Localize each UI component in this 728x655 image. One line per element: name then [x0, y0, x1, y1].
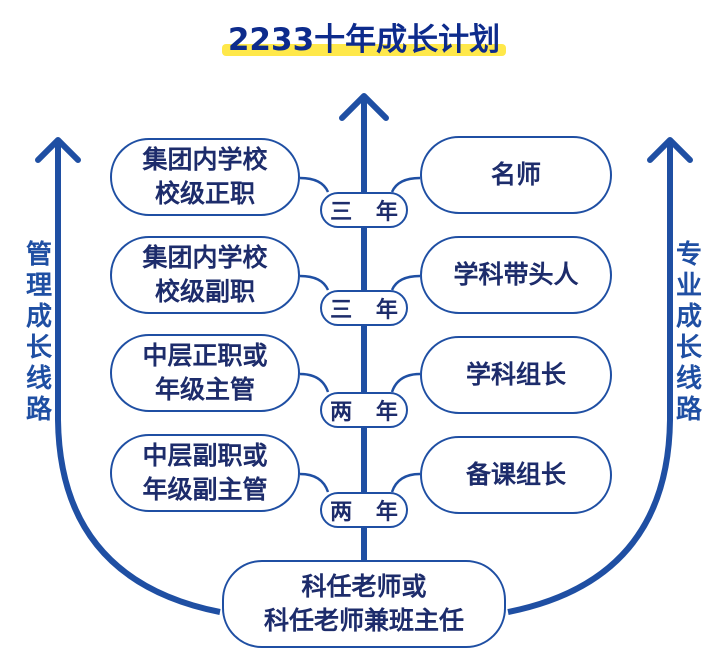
- background-arc: [0, 0, 728, 40]
- right-arrowhead: [647, 137, 693, 163]
- left-connector: [299, 372, 330, 393]
- left-connector: [299, 274, 330, 291]
- professional-level-box: 学科带头人: [420, 236, 612, 314]
- box-line: 中层正职或: [142, 341, 268, 370]
- box-line: 科任老师或: [301, 572, 427, 601]
- right-connector: [390, 472, 421, 493]
- right-connector: [390, 372, 421, 393]
- page-title: 2233十年成长计划: [0, 14, 728, 59]
- management-level-box: 集团内学校校级副职: [110, 236, 300, 314]
- base-role-box: 科任老师或科任老师兼班主任: [222, 560, 506, 648]
- professional-level-box: 备课组长: [420, 436, 612, 514]
- management-level-box: 中层副职或年级副主管: [110, 434, 300, 512]
- management-level-box: 集团内学校校级正职: [110, 138, 300, 216]
- center-arrowhead: [339, 93, 389, 121]
- professional-level-box: 学科组长: [420, 336, 612, 414]
- box-line: 科任老师兼班主任: [263, 606, 464, 635]
- box-line: 集团内学校: [142, 145, 268, 174]
- duration-badge: 三 年: [320, 290, 408, 326]
- professional-path-label: 专业成长线路: [675, 240, 702, 425]
- left-connector: [299, 472, 330, 493]
- duration-badge: 三 年: [320, 192, 408, 228]
- management-level-box: 中层正职或年级主管: [110, 334, 300, 412]
- right-growth-curve: [507, 142, 673, 615]
- left-growth-curve: [55, 142, 221, 615]
- box-line: 年级主管: [154, 375, 255, 404]
- management-path-label: 管理成长线路: [25, 240, 52, 425]
- duration-badge: 两 年: [320, 492, 408, 528]
- title-text: 2233十年成长计划: [222, 22, 506, 58]
- box-line: 校级正职: [154, 179, 255, 208]
- duration-badge: 两 年: [320, 392, 408, 428]
- right-connector: [390, 176, 421, 193]
- left-arrowhead: [35, 137, 81, 163]
- right-connector: [390, 274, 421, 291]
- box-line: 年级副主管: [142, 475, 268, 504]
- box-line: 集团内学校: [142, 243, 268, 272]
- professional-level-box: 名师: [420, 136, 612, 214]
- box-line: 中层副职或: [142, 441, 268, 470]
- left-connector: [299, 176, 330, 193]
- box-line: 校级副职: [154, 277, 255, 306]
